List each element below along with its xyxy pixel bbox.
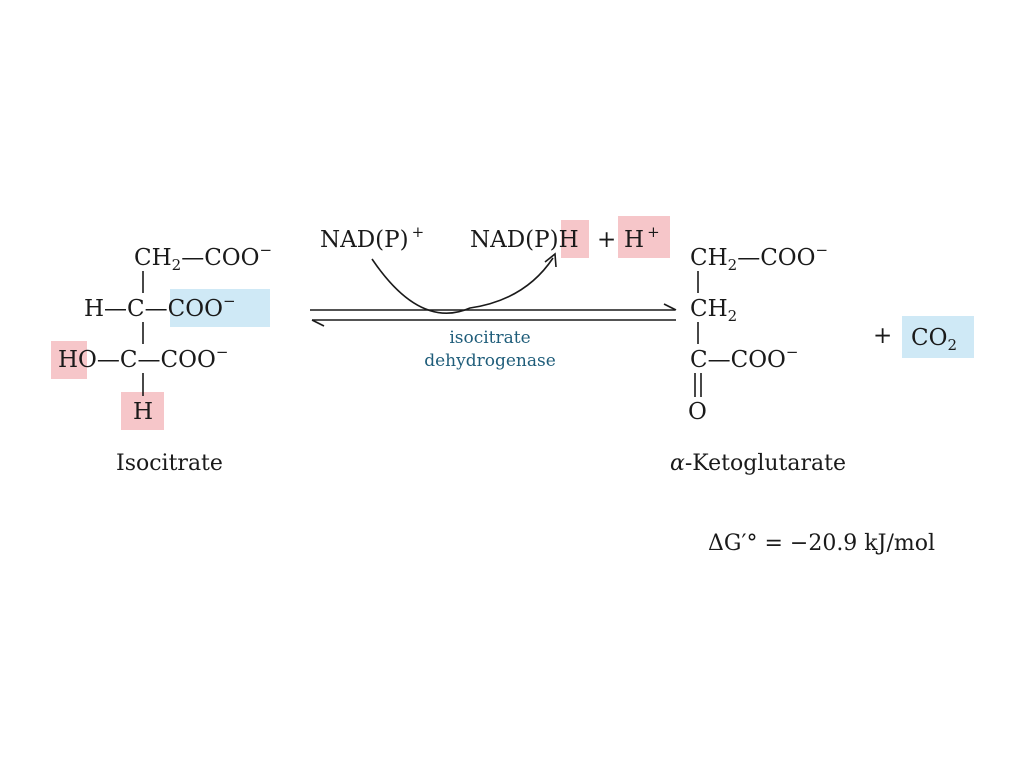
co2-product: + CO2 bbox=[873, 316, 974, 358]
plus-sign-1: + bbox=[597, 227, 616, 253]
free-energy-label: ΔG′° = −20.9 kJ/mol bbox=[708, 531, 935, 556]
isocitrate-row3: HO—C—COO− bbox=[58, 343, 228, 373]
isocitrate-label: Isocitrate bbox=[116, 451, 223, 476]
plus-sign-2: + bbox=[873, 323, 892, 349]
cofactors: NAD(P)+ NAD(P)H + H+ bbox=[320, 216, 670, 258]
ketoglutarate-structure: CH2—COO− CH2 C—COO− O α-Ketoglutarate bbox=[670, 241, 846, 476]
cofactor-curved-arrow bbox=[371, 257, 554, 314]
h-highlight-box bbox=[121, 392, 164, 430]
isocitrate-row1: CH2—COO− bbox=[134, 241, 272, 274]
coo-highlight-box bbox=[170, 289, 270, 327]
nadp-plus: NAD(P)+ bbox=[320, 223, 424, 253]
ho-highlight-box bbox=[51, 341, 87, 379]
co2-highlight-box bbox=[902, 316, 974, 358]
co2: CO2 bbox=[911, 325, 957, 354]
isocitrate-row2: H—C—COO− bbox=[84, 292, 236, 322]
ketoglutarate-row4: O bbox=[688, 399, 707, 425]
proton-highlight-box bbox=[618, 216, 670, 258]
reverse-arrowhead bbox=[311, 319, 325, 327]
forward-arrowhead bbox=[663, 303, 677, 311]
ketoglutarate-row3: C—COO− bbox=[690, 343, 799, 373]
ketoglutarate-label: α-Ketoglutarate bbox=[670, 451, 846, 476]
cofactor-arrowhead bbox=[544, 252, 557, 268]
nadph-h-highlight-box bbox=[561, 220, 589, 258]
enzyme-label-line1: isocitrate bbox=[449, 328, 530, 348]
isocitrate-row4: H bbox=[133, 399, 153, 425]
enzyme-label-line2: dehydrogenase bbox=[424, 351, 556, 371]
isocitrate-structure: CH2—COO− H—C—COO− HO—C—COO− H Isocitrate bbox=[51, 241, 272, 476]
proton: H+ bbox=[624, 223, 660, 253]
ketoglutarate-row2: CH2 bbox=[690, 296, 737, 325]
nadph: NAD(P)H bbox=[470, 227, 579, 253]
ketoglutarate-row1: CH2—COO− bbox=[690, 241, 828, 274]
